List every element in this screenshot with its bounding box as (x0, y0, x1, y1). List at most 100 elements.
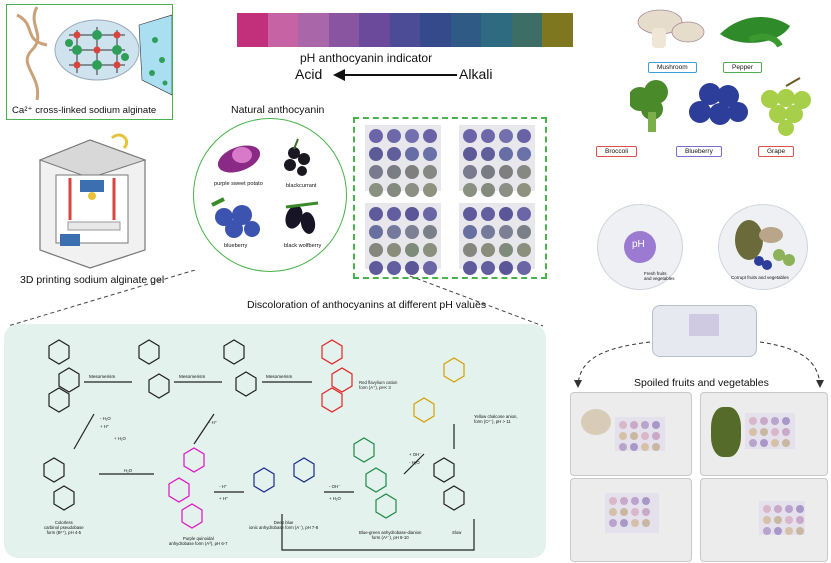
indicator-dot (405, 147, 419, 161)
pepper-shape (711, 407, 741, 457)
indicator-dot (481, 225, 495, 239)
indicator-dot (652, 443, 660, 451)
indicator-dot (387, 165, 401, 179)
indicator-dot (782, 439, 790, 447)
zoom-connector-lines (7, 270, 544, 327)
indicator-dot (749, 428, 757, 436)
indicator-dot (423, 207, 437, 221)
indicator-film (365, 203, 441, 275)
condition-label: + H⁺ (219, 496, 229, 501)
indicator-dot (499, 243, 513, 257)
indicator-dot (630, 432, 638, 440)
indicator-dot (387, 183, 401, 197)
indicator-dot (642, 508, 650, 516)
alginate-caption: Ca²⁺ cross-linked sodium alginate (12, 105, 157, 116)
anthocyanin-sources-art (211, 138, 319, 238)
indicator-dot (369, 147, 383, 161)
indicator-dot (405, 165, 419, 179)
condition-label: - H⁺ (209, 420, 217, 425)
indicator-dot (763, 505, 771, 513)
indicator-dot (481, 183, 495, 197)
produce-illustrations (630, 9, 811, 136)
discoloration-title: Discoloration of anthocyanins at differe… (247, 299, 487, 311)
condition-label: Slow (452, 530, 462, 535)
indicator-dot (499, 129, 513, 143)
indicator-dot (463, 129, 477, 143)
indicator-dot (499, 225, 513, 239)
produce-label-broccoli: Broccoli (596, 146, 638, 157)
indicator-dot (609, 497, 617, 505)
indicator-dot (499, 147, 513, 161)
indicator-dot (481, 207, 495, 221)
indicator-dot (641, 443, 649, 451)
indicator-dot (652, 432, 660, 440)
fresh-label: Fresh fruits and vegetables (644, 271, 675, 281)
fresh-produce-circle: pH Fresh fruits and vegetables (597, 204, 683, 290)
indicator-dot (423, 225, 437, 239)
indicator-dot (369, 183, 383, 197)
indicator-dot (499, 183, 513, 197)
condition-label: + OH⁻ (409, 452, 422, 457)
indicator-dot (782, 428, 790, 436)
indicator-dot (609, 508, 617, 516)
ph-sensor-center (624, 231, 656, 263)
indicator-film (459, 125, 535, 197)
indicator-dot (499, 207, 513, 221)
ph-direction-arrow (333, 69, 457, 81)
indicator-dot (620, 508, 628, 516)
indicator-dot (619, 432, 627, 440)
indicator-dot (760, 439, 768, 447)
indicator-dot (771, 439, 779, 447)
indicator-dot (749, 417, 757, 425)
indicator-dot (387, 225, 401, 239)
spoiled-title: Spoiled fruits and vegetables (634, 377, 769, 389)
ph-swatch (267, 13, 298, 47)
indicator-dot (423, 165, 437, 179)
indicator-dot (620, 497, 628, 505)
spoiled-tray-mushroom (570, 392, 692, 476)
purple-label: Purple quinoidal anhydrobase form (A⁰), … (169, 536, 228, 546)
indicator-dot (771, 417, 779, 425)
spoiled-tray-pepper (700, 392, 828, 476)
indicator-film (459, 203, 535, 275)
indicator-film (365, 125, 441, 197)
indicator-dot (423, 147, 437, 161)
indicator-dot (405, 261, 419, 275)
indicator-dot (481, 243, 495, 257)
ph-swatch (511, 13, 542, 47)
indicator-dot (763, 527, 771, 535)
produce-label-pepper: Pepper (723, 62, 762, 73)
indicator-dot (517, 243, 531, 257)
indicator-dot (405, 225, 419, 239)
condition-label: - H₂O (409, 460, 420, 465)
yellow-chalcone-label: Yellow chalcone anion, form (C²⁻), pH > … (474, 414, 518, 424)
colorless-label: Colorless carbinol pseudobase form (B²⁺)… (44, 520, 84, 535)
indicator-dot (517, 147, 531, 161)
indicator-dot (423, 129, 437, 143)
corrupt-produce-circle: Corrupt fruits and vegetables (718, 204, 808, 290)
indicator-dot (619, 421, 627, 429)
indicator-dot (774, 505, 782, 513)
corrupt-label: Corrupt fruits and vegetables (731, 275, 789, 280)
indicator-dot (499, 261, 513, 275)
indicator-dot (630, 421, 638, 429)
indicator-dot (481, 129, 495, 143)
indicator-dot (423, 183, 437, 197)
indicator-dot (631, 519, 639, 527)
indicator-dot (619, 443, 627, 451)
indicator-dot (763, 516, 771, 524)
indicator-dot (641, 421, 649, 429)
indicator-dot (782, 417, 790, 425)
indicator-dot (463, 243, 477, 257)
condition-label: - H₂O (100, 416, 111, 421)
indicator-dot (423, 261, 437, 275)
source-label-blackcurrant: blackcurrant (286, 183, 317, 189)
condition-label: - H⁺ (219, 484, 227, 489)
ph-swatch (328, 13, 359, 47)
indicator-dot (499, 165, 513, 179)
indicator-dot (642, 519, 650, 527)
mesomerism-label: Mesomerism (179, 374, 206, 379)
indicator-dot (405, 207, 419, 221)
indicator-dot (517, 261, 531, 275)
indicator-film-spoiled (605, 493, 659, 533)
